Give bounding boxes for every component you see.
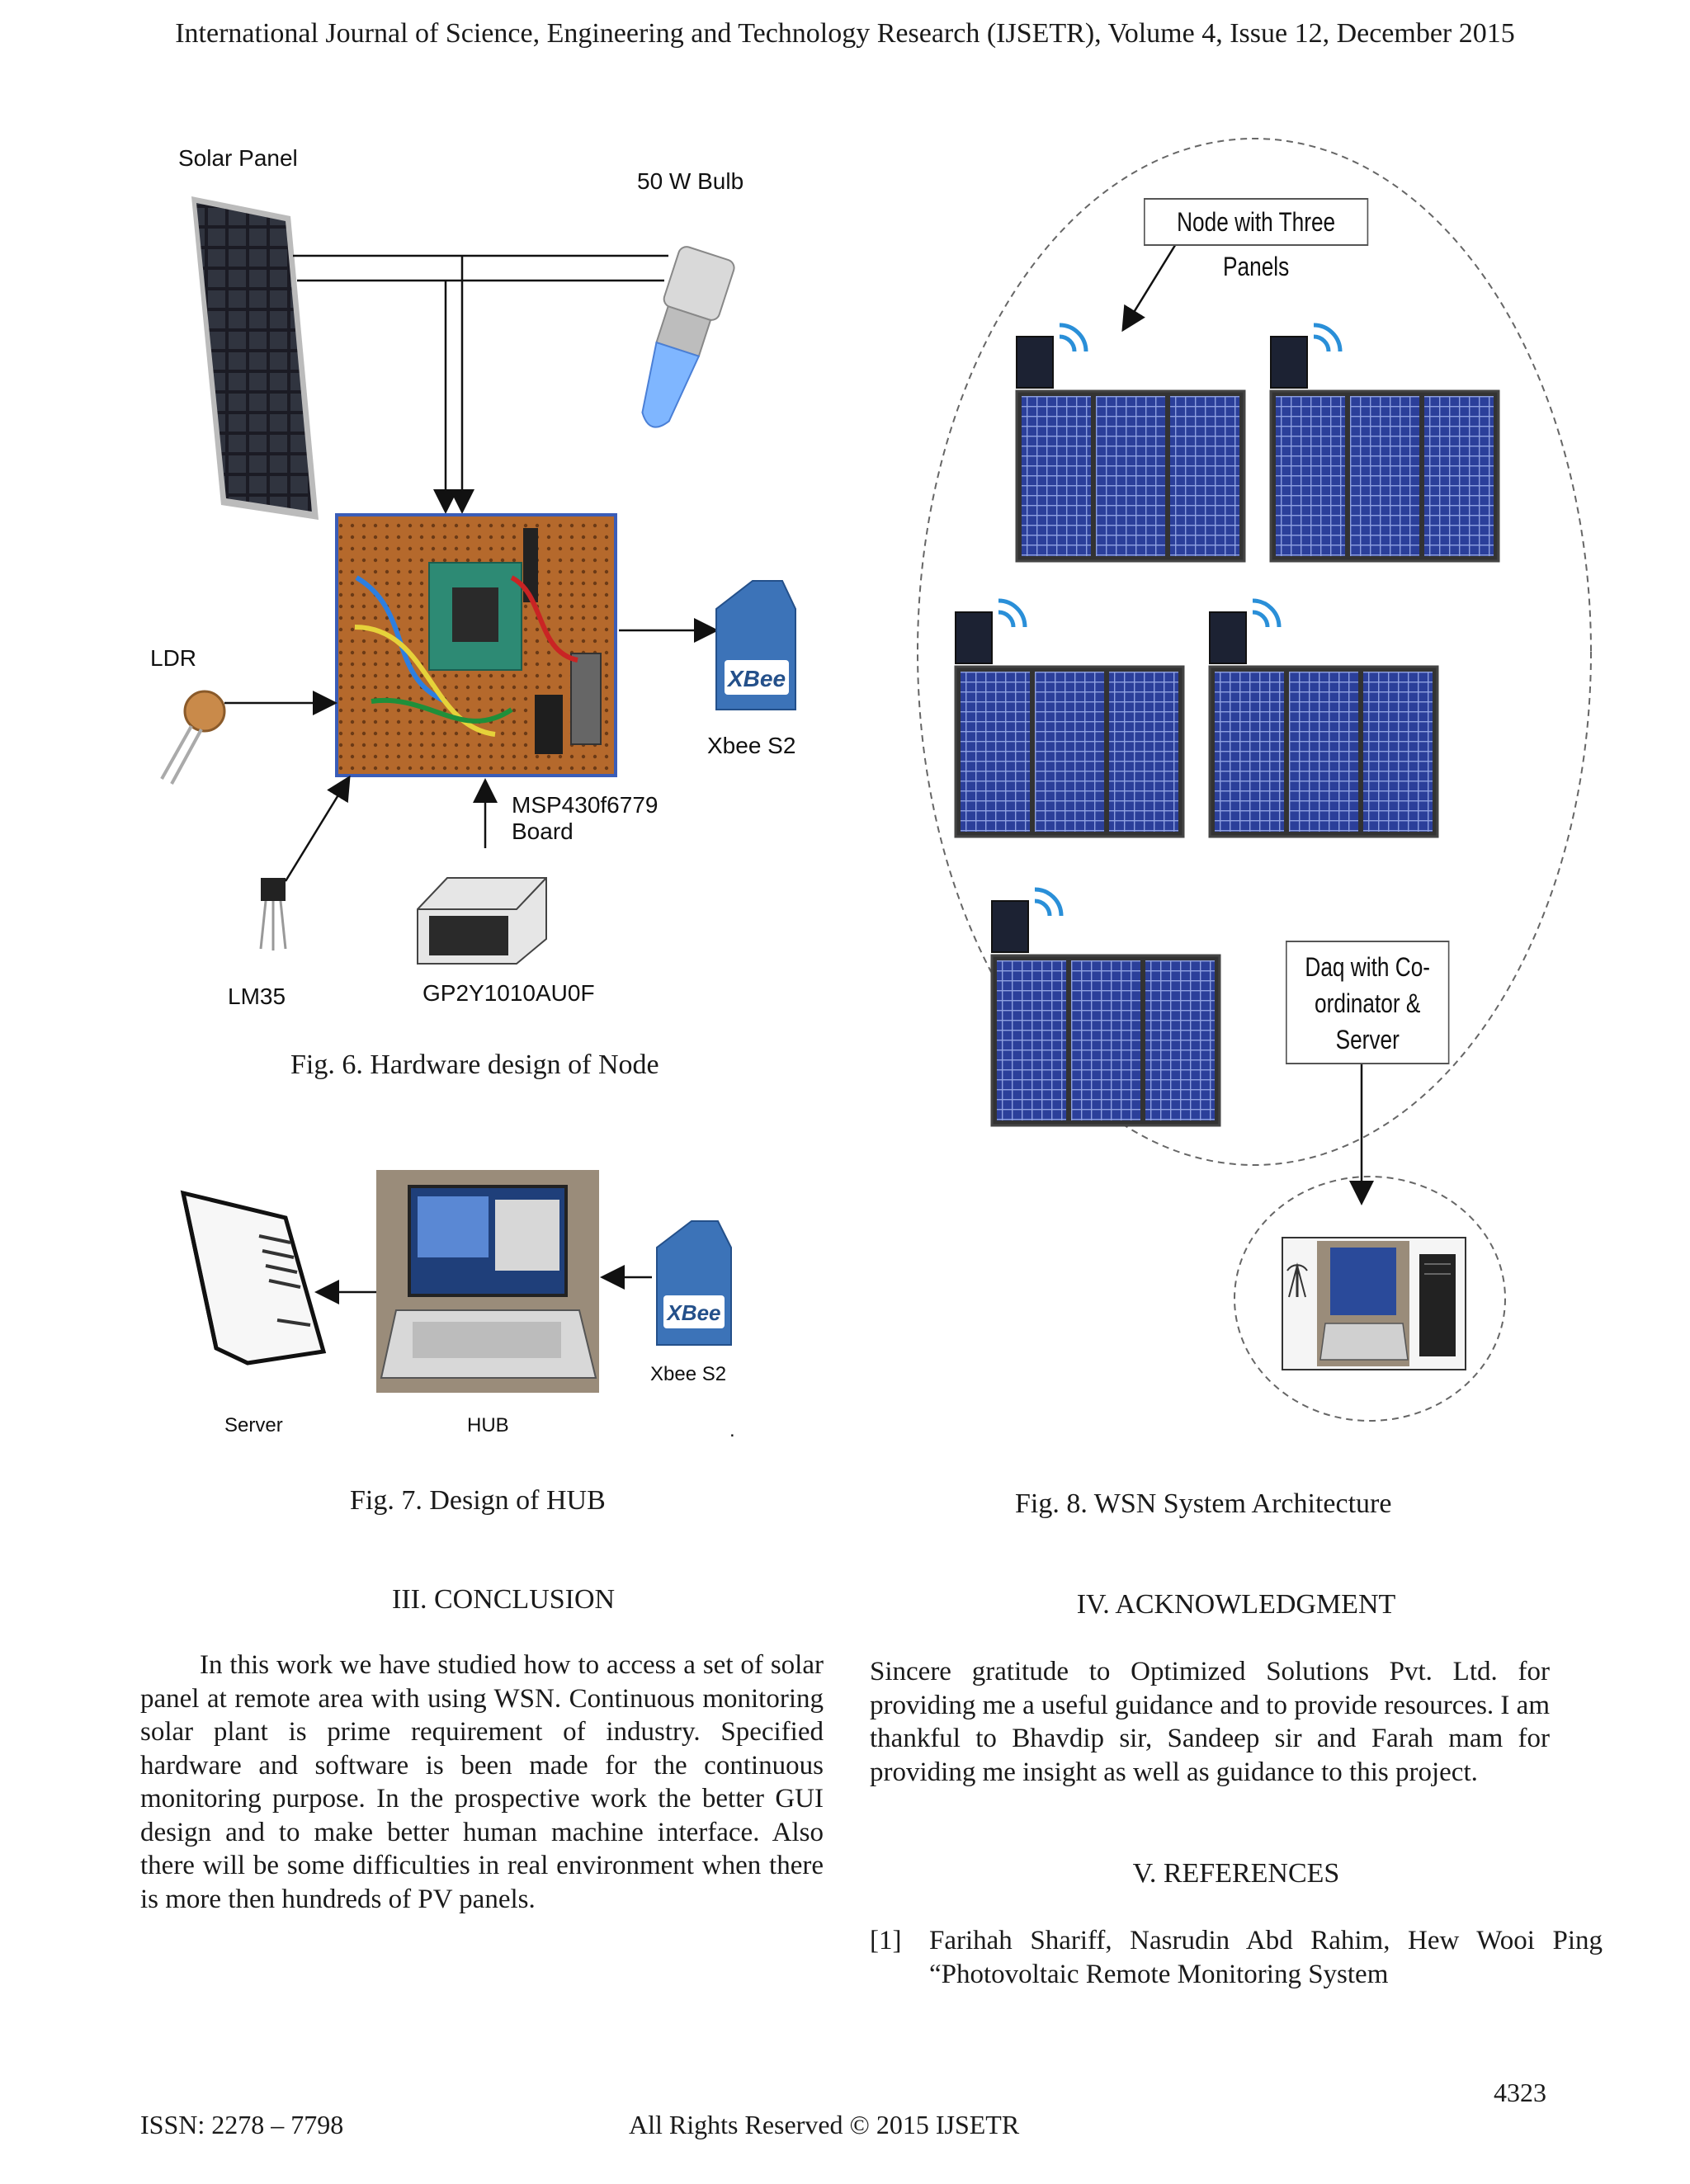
pv-node-2 [1271, 325, 1499, 561]
bulb-image [641, 246, 735, 428]
daq-callout-line3: Server [1335, 1025, 1400, 1054]
acknowledgment-heading: IV. ACKNOWLEDGMENT [1076, 1589, 1396, 1620]
server-tower-image [180, 1190, 327, 1366]
conclusion-heading: III. CONCLUSION [392, 1584, 616, 1615]
msp430-board-image [335, 513, 617, 777]
stray-dot: . [729, 1419, 735, 1441]
pv-node-5 [992, 889, 1220, 1125]
reference-item-1: [1] Farihah Shariff, Nasrudin Abd Rahim,… [870, 1924, 1603, 1998]
footer-rights: All Rights Reserved © 2015 IJSETR [629, 2110, 1020, 2139]
pv-node-3 [956, 601, 1183, 837]
acknowledgment-body: Sincere gratitude to Optimized Solutions… [870, 1655, 1550, 1789]
acknowledgment-paragraph: Sincere gratitude to Optimized Solutions… [870, 1657, 1550, 1787]
lm35-image [259, 878, 287, 950]
xbee-logo-text: XBee [726, 666, 786, 691]
figure-7-caption: Fig. 7. Design of HUB [350, 1485, 606, 1516]
hub-label: HUB [467, 1414, 509, 1436]
daq-callout-line1: Daq with Co- [1305, 952, 1431, 982]
xbee-module-image: XBee [715, 580, 796, 710]
references-heading: V. REFERENCES [1132, 1858, 1340, 1889]
hub-laptop-image [376, 1170, 599, 1393]
conclusion-body: In this work we have studied how to acce… [140, 1649, 824, 1916]
server-label: Server [224, 1414, 283, 1436]
reference-text: Farihah Shariff, Nasrudin Abd Rahim, Hew… [929, 1926, 1603, 1989]
xbee-module-image-hub: XBee [656, 1220, 732, 1346]
xbee-hub-label: Xbee S2 [650, 1363, 727, 1385]
node-callout-text: Node with Three Panels [1177, 207, 1336, 281]
xbee-label: Xbee S2 [707, 733, 796, 758]
ldr-label: LDR [150, 645, 197, 671]
figure-7-drawing: XBee [180, 1170, 732, 1393]
figure-6: XBee Solar Panel 50 W Bulb LDR Xbee S2 M… [0, 0, 825, 1097]
lm35-label: LM35 [228, 984, 286, 1009]
pv-node-4 [1210, 601, 1437, 837]
reference-number: [1] [870, 1926, 902, 1955]
ldr-image [160, 690, 226, 785]
footer-issn: ISSN: 2278 – 7798 [140, 2110, 344, 2139]
daq-coordinator-callout: Daq with Co- ordinator & Server [1286, 941, 1450, 1064]
coordinator-station-image [1282, 1237, 1466, 1370]
conclusion-paragraph: In this work we have studied how to acce… [140, 1650, 824, 1914]
running-header: International Journal of Science, Engine… [175, 18, 1515, 49]
page-number: 4323 [1494, 2078, 1546, 2107]
xbee-logo-text-hub: XBee [665, 1300, 720, 1325]
figure-8: Node with Three Panels Daq with Co- ordi… [825, 0, 1690, 1535]
figure-6-drawing: XBee [160, 196, 796, 965]
node-with-three-panels-callout: Node with Three Panels [1144, 198, 1369, 281]
dust-sensor-label: GP2Y1010AU0F [422, 980, 595, 1006]
figure-8-caption: Fig. 8. WSN System Architecture [1015, 1488, 1392, 1519]
board-label-line2: Board [512, 818, 574, 844]
daq-callout-line2: ordinator & [1315, 988, 1421, 1018]
dust-sensor-image [417, 877, 547, 965]
bulb-label: 50 W Bulb [637, 168, 744, 194]
pv-node-1 [1017, 325, 1244, 561]
board-label-line1: MSP430f6779 [512, 792, 659, 818]
figure-7: XBee Xbee S2 Server HUB . Fig. 7. Design… [0, 1139, 825, 1518]
solar-panel-image [191, 196, 319, 520]
solar-panel-label: Solar Panel [178, 145, 298, 171]
figure-8-drawing [917, 138, 1592, 1422]
figure-6-caption: Fig. 6. Hardware design of Node [290, 1050, 659, 1080]
